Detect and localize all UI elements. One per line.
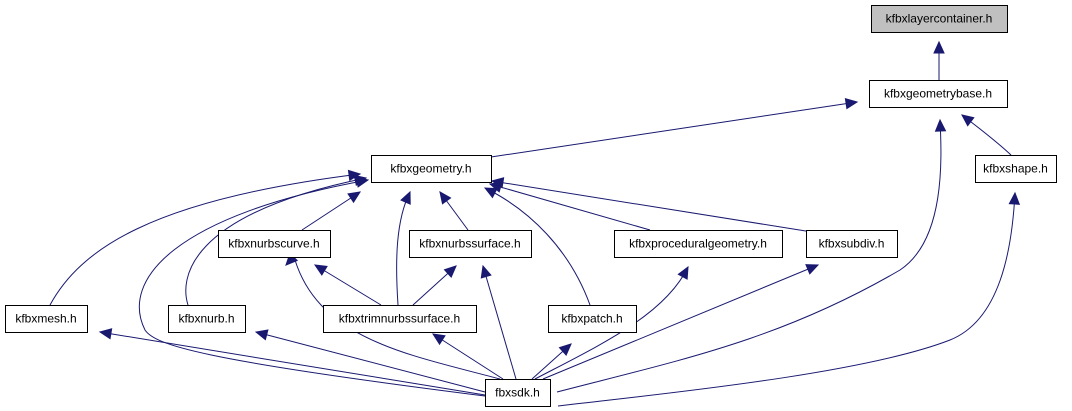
edge-patch-to-geometry [483,187,591,306]
node-label: fbxsdk.h [495,386,540,400]
node-box [218,230,331,258]
node-subdiv[interactable]: kfbxsubdiv.h [806,230,898,258]
arrowhead-icon [844,97,859,110]
node-label: kfbxnurbssurface.h [419,237,520,251]
node-box [168,305,246,333]
node-box [409,230,532,258]
arrowhead-icon [490,177,505,189]
node-box [871,5,1008,33]
edge-fbxsdk-to-geometry [138,176,486,397]
arrowhead-icon [961,114,975,127]
edge-line [301,191,361,231]
edge-line [396,191,411,306]
edge-line [314,264,382,306]
edge-nurbssurface-to-geometry [439,191,469,231]
node-label: kfbxsubdiv.h [819,237,885,251]
arrowhead-icon [355,176,370,188]
arrowhead-icon [934,118,947,132]
node-label: kfbxnurb.h [178,312,234,326]
arrowhead-icon [347,191,362,204]
edge-nurbscurve-to-geometry [301,191,362,231]
edge-fbxsdk-to-nurb [254,329,486,393]
node-trimnurbs[interactable]: kfbxtrimnurbssurface.h [323,305,477,333]
node-label: kfbxshape.h [983,162,1048,176]
edge-line [432,333,504,380]
node-label: kfbxpatch.h [561,312,622,326]
node-fbxsdk[interactable]: fbxsdk.h [485,379,551,407]
node-mesh[interactable]: kfbxmesh.h [5,305,88,333]
node-box [5,305,88,333]
edge-fbxsdk-to-shape [557,191,1021,407]
node-label: kfbxgeometrybase.h [884,87,992,101]
arrowhead-icon [254,329,269,341]
arrowhead-icon [805,264,820,275]
node-box [614,230,783,258]
edge-trimnurbs-to-nurbssurface [412,265,457,306]
edge-geometry-to-geometrybase [490,97,859,158]
edge-procedural-to-geometry [488,181,651,231]
node-label: kfbxtrimnurbssurface.h [339,312,460,326]
node-layercontainer: kfbxlayercontainer.h [871,5,1008,33]
node-geometry[interactable]: kfbxgeometry.h [371,155,492,183]
node-label: kfbxmesh.h [15,312,76,326]
arrowhead-icon [313,264,328,276]
node-label: kfbxlayercontainer.h [886,12,993,26]
edge-line [542,264,819,380]
node-box [975,155,1057,183]
edge-trimnurbs-to-nurbscurve [313,264,382,306]
node-nurbscurve[interactable]: kfbxnurbscurve.h [218,230,331,258]
edge-fbxsdk-to-geometrybase [556,118,947,393]
edge-trimnurbs-to-geometry [396,190,411,306]
node-nurb[interactable]: kfbxnurb.h [168,305,246,333]
node-box [548,305,637,333]
node-label: kfbxproceduralgeometry.h [629,237,767,251]
edge-fbxsdk-to-mesh [98,328,486,396]
edge-fbxsdk-to-subdiv [542,264,820,380]
arrowhead-icon [439,191,452,205]
edge-line [255,331,486,393]
node-box [485,379,551,407]
arrowhead-icon [480,264,492,279]
node-box [869,80,1008,108]
edge-fbxsdk-to-trimnurbs [431,333,504,380]
arrowhead-icon [98,328,113,340]
edge-line [484,187,591,306]
node-box [371,155,492,183]
arrowhead-icon [1008,191,1021,205]
arrowhead-icon [400,190,411,205]
arrowhead-icon [483,187,498,199]
node-nurbssurface[interactable]: kfbxnurbssurface.h [409,230,532,258]
edge-fbxsdk-to-nurbssurface [480,264,517,380]
edge-line [138,179,486,397]
edge-line [557,192,1016,407]
node-label: kfbxnurbscurve.h [228,237,319,251]
node-procedural[interactable]: kfbxproceduralgeometry.h [614,230,783,258]
node-box [806,230,898,258]
arrowhead-icon [933,40,945,54]
node-box [323,305,477,333]
edge-line [490,101,858,158]
edge-line [489,183,651,231]
edge-line [491,180,813,233]
edge-subdiv-to-geometry [490,177,813,233]
edge-shape-to-geometrybase [961,114,1012,156]
arrowhead-icon [431,333,446,346]
edge-line [99,331,486,396]
arrowhead-icon [558,343,572,356]
edge-line [482,265,517,380]
edge-geometrybase-to-layercontainer [933,40,945,80]
arrowhead-icon [443,265,457,279]
node-shape[interactable]: kfbxshape.h [975,155,1057,183]
edge-line [556,119,942,393]
edge-fbxsdk-to-patch [531,343,572,380]
arrowhead-icon [677,265,689,280]
node-label: kfbxgeometry.h [390,162,471,176]
node-geometrybase[interactable]: kfbxgeometrybase.h [869,80,1008,108]
edge-line [49,173,361,306]
node-patch[interactable]: kfbxpatch.h [548,305,637,333]
